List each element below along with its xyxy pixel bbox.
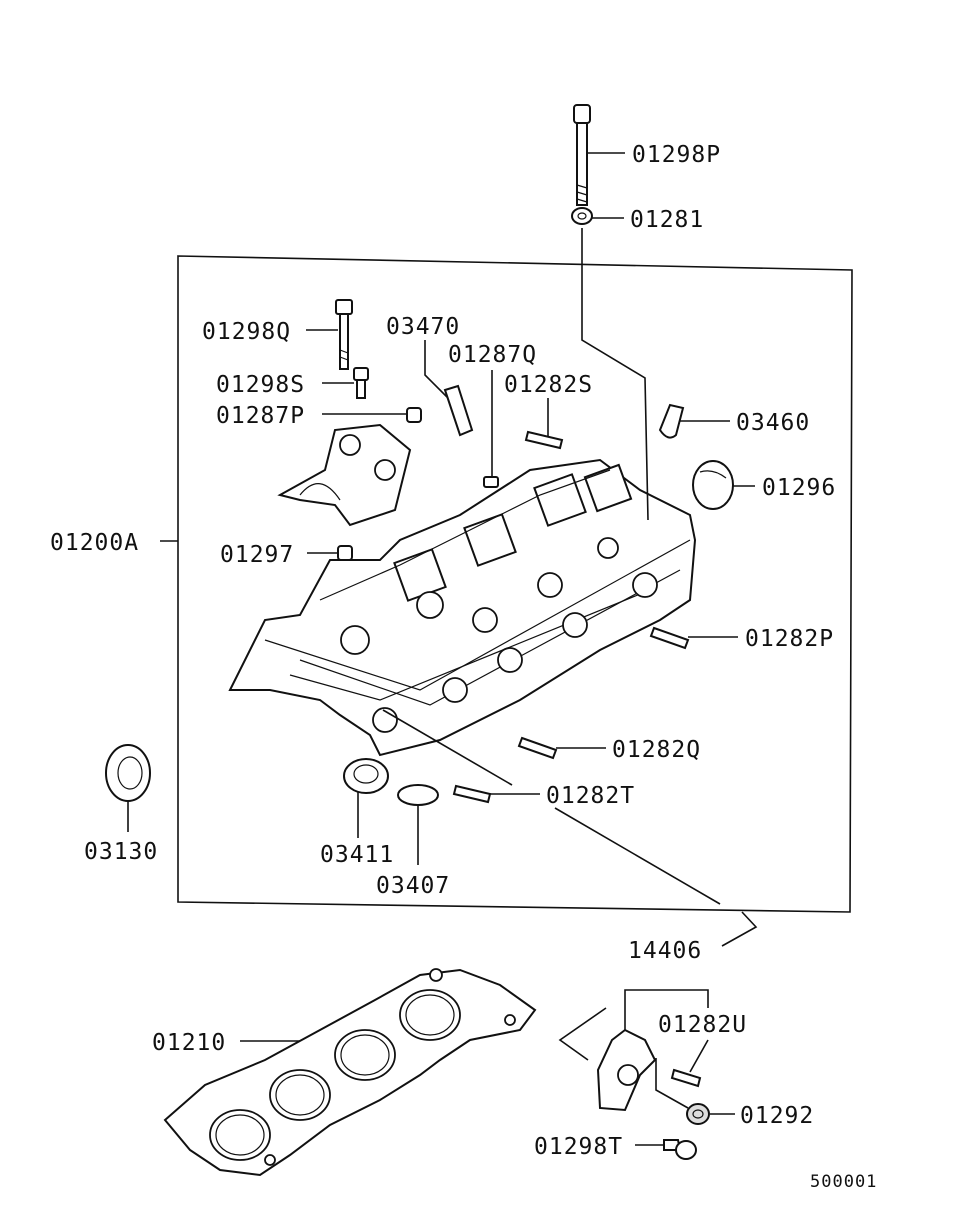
bracket-14406-part (596, 1028, 657, 1112)
label-01298Q: 01298Q (202, 319, 291, 345)
drawing-code: 500001 (810, 1172, 877, 1192)
cap-01296-part (692, 460, 734, 510)
stud-01282q-part (517, 736, 558, 760)
label-03470: 03470 (386, 314, 460, 340)
label-01282Q: 01282Q (612, 737, 701, 763)
stud-01282s-part (524, 430, 564, 450)
label-01282P: 01282P (745, 626, 834, 652)
pin-03470-part (443, 384, 474, 437)
assembly-boundary (177, 255, 853, 913)
oil-seal-03130-part (105, 744, 151, 802)
label-03407: 03407 (376, 873, 450, 899)
label-01287Q: 01287Q (448, 342, 537, 368)
nut-01292-part (686, 1103, 710, 1125)
label-01298S: 01298S (216, 372, 305, 398)
label-01282T: 01282T (546, 783, 635, 809)
head-gasket-part (163, 968, 537, 1177)
label-01200A: 01200A (50, 530, 139, 556)
plug-01297-part (337, 545, 353, 561)
label-01296: 01296 (762, 475, 836, 501)
bolt-01298t-part (663, 1139, 697, 1160)
label-01292: 01292 (740, 1103, 814, 1129)
label-01281: 01281 (630, 207, 704, 233)
label-01287P: 01287P (216, 403, 305, 429)
bolt-01298q-part (335, 299, 353, 370)
leader-lines (127, 152, 758, 1146)
label-01298P: 01298P (632, 142, 721, 168)
label-01210: 01210 (152, 1030, 226, 1056)
label-01298T: 01298T (534, 1134, 623, 1160)
plug-01287p-part (406, 407, 422, 423)
cylinder-head-part (228, 458, 697, 757)
label-01297: 01297 (220, 542, 294, 568)
seal-03411-part (343, 758, 389, 794)
washer-part (571, 207, 593, 225)
label-01282U: 01282U (658, 1012, 747, 1038)
plug-01287q-part (483, 476, 499, 488)
stud-01282p-part (649, 626, 690, 650)
label-03460: 03460 (736, 410, 810, 436)
ring-03407-part (397, 784, 439, 806)
part-labels: 01298P 01281 01298Q 03470 01287Q 01298S … (50, 142, 877, 1192)
label-03130: 03130 (84, 839, 158, 865)
bolt-01298s-part (353, 367, 369, 399)
label-01282S: 01282S (504, 372, 593, 398)
stud-01282u-part (670, 1068, 702, 1088)
camshaft-cap-part (277, 423, 412, 527)
part-03460 (658, 403, 685, 439)
label-03411: 03411 (320, 842, 394, 868)
stud-01282t-part (452, 784, 492, 804)
label-14406: 14406 (628, 938, 702, 964)
head-bolt-part (573, 104, 591, 206)
